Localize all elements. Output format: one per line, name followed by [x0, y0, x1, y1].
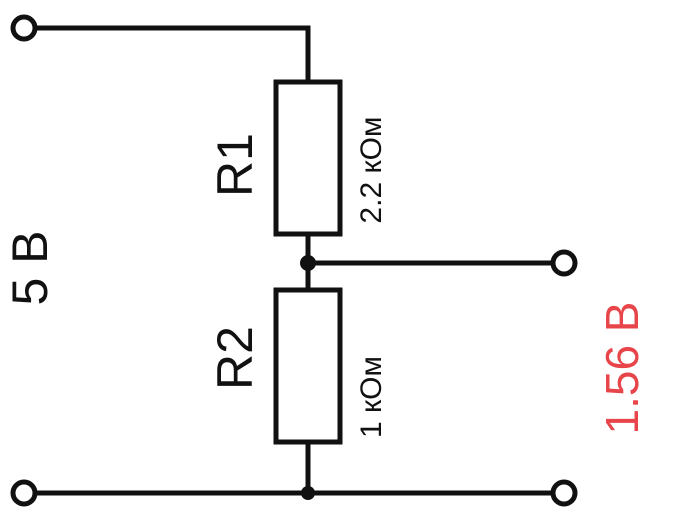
middle-junction-dot [300, 255, 316, 271]
r1-value-label: 2.2 кОм [355, 116, 388, 224]
input-voltage-label: 5 В [2, 230, 58, 306]
r2-body [273, 287, 343, 445]
top-wire [31, 25, 311, 85]
r1-name-label: R1 [207, 133, 263, 197]
input-bottom-terminal [10, 479, 38, 507]
output-bottom-terminal [550, 479, 578, 507]
r2-name-label: R2 [207, 326, 263, 390]
r2-value-label: 1 кОм [355, 355, 388, 439]
output-top-terminal [550, 249, 578, 277]
output-voltage-label: 1.56 В [596, 301, 648, 435]
r1-body [273, 79, 343, 237]
bottom-junction-dot [301, 486, 315, 500]
input-top-terminal [10, 14, 38, 42]
